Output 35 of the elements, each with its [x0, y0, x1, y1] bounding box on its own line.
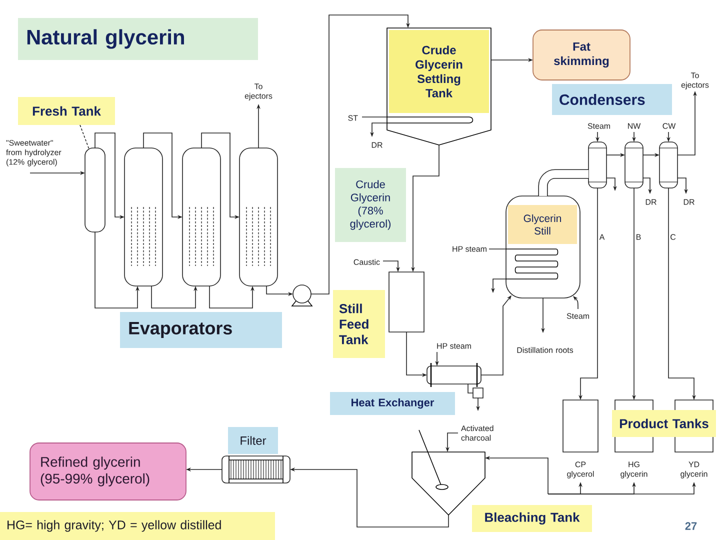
page-number: 27	[685, 522, 697, 530]
pipe-line	[488, 248, 506, 250]
vessel	[84, 148, 106, 232]
condenser	[624, 142, 644, 188]
highlight-label: Filter	[228, 427, 278, 454]
highlight-label: Crude Glycerin Settling Tank	[389, 30, 489, 113]
pipe-line	[362, 116, 388, 118]
highlight-label: Bleaching Tank	[472, 505, 592, 532]
highlight-label: Condensers	[552, 84, 672, 115]
arrow	[310, 14, 410, 294]
evaporator-column	[182, 148, 221, 286]
evaporator-column	[124, 148, 163, 286]
steam-trap	[472, 388, 484, 398]
arrow	[573, 296, 578, 310]
pump-symbol	[291, 284, 313, 306]
condenser	[588, 142, 607, 188]
filter-cartridge	[222, 456, 290, 484]
highlight-label: Product Tanks	[612, 410, 716, 437]
evaporator-column	[239, 148, 278, 286]
highlight-label: Crude Glycerin (78% glycerol)	[335, 168, 406, 242]
note-box: HG= high gravity; YD = yellow distilled	[0, 512, 275, 540]
highlight-label: Evaporators	[120, 312, 282, 348]
highlight-label: Heat Exchanger	[330, 392, 455, 415]
pipe-line	[468, 384, 474, 394]
highlight-label: Fresh Tank	[18, 97, 115, 125]
vapor-pipe	[538, 169, 588, 196]
feed-tank	[388, 272, 424, 332]
leader-line	[80, 124, 90, 150]
title: Natural glycerin	[18, 18, 258, 60]
highlight-label: Glycerin Still	[508, 205, 577, 244]
product-box: Refined glycerin (95-99% glycerol)	[30, 442, 186, 500]
heat-exchanger	[426, 362, 482, 388]
condenser	[659, 142, 678, 188]
process-box: Fat skimming	[532, 30, 630, 80]
highlight-label: Still Feed Tank	[333, 290, 385, 358]
